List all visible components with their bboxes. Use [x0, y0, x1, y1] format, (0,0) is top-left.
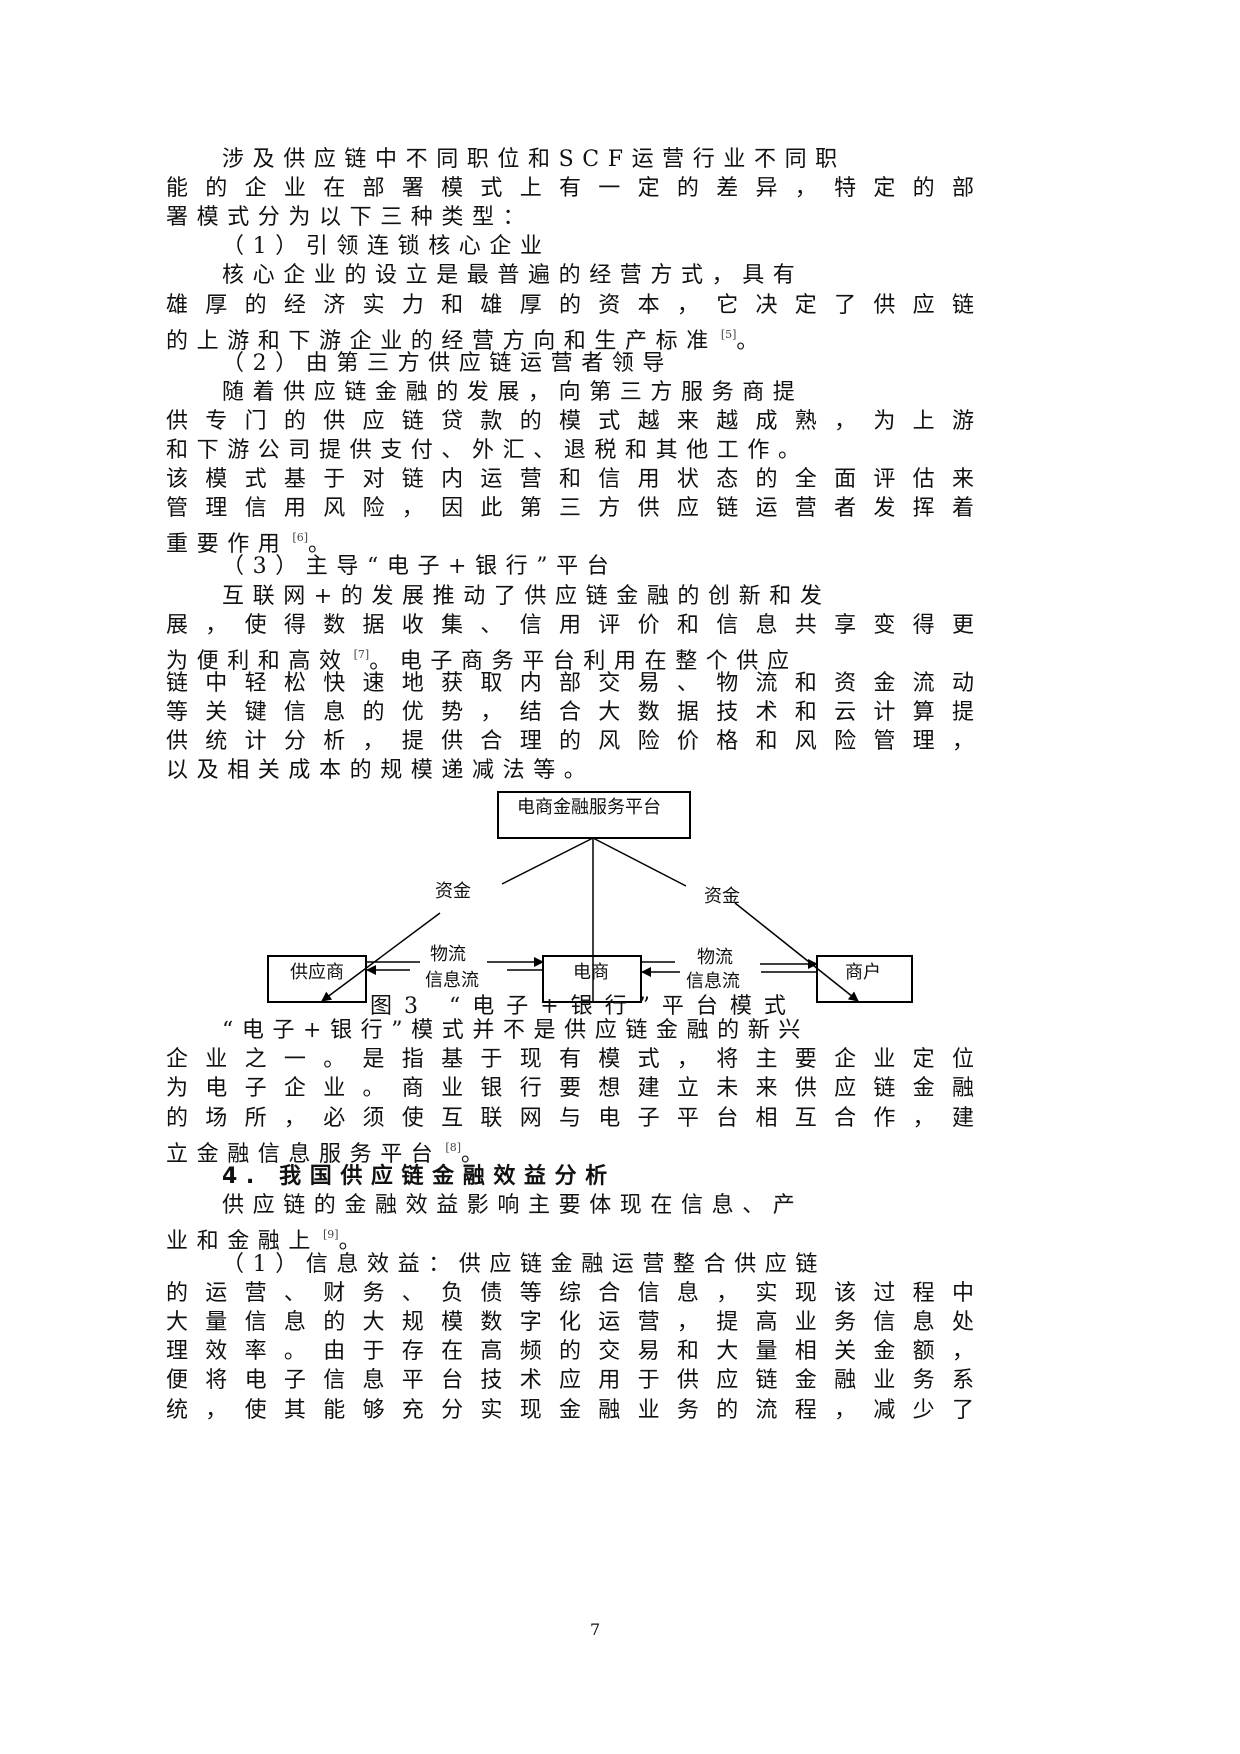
text-line: 重要作用[6]。	[166, 523, 974, 557]
platform-label: 电商金融服务平台	[517, 797, 661, 818]
line-text: 的运营、财务、负债等综合信息，实现该过程中	[166, 1280, 974, 1306]
text-line: （1）信息效益：供应链金融运营整合供应链	[222, 1250, 974, 1280]
line-text: 核心企业的设立是最普遍的经营方式，具有	[222, 263, 804, 289]
text-line: 理效率。由于存在高频的交易和大量相关金额，	[166, 1337, 974, 1367]
text-line: 的运营、财务、负债等综合信息，实现该过程中	[166, 1279, 974, 1309]
line-text: 署模式分为以下三种类型：	[166, 205, 534, 231]
line-tail: 。	[461, 1141, 492, 1167]
line-tail: 。	[736, 328, 768, 354]
text-line: 供统计分析，提供合理的风险价格和风险管理，	[166, 727, 974, 757]
text-line: 管理信用风险，因此第三方供应链运营者发挥着	[166, 494, 974, 524]
line-text: 的上游和下游企业的经营方向和生产标准	[166, 328, 717, 354]
text-line: 核心企业的设立是最普遍的经营方式，具有	[222, 261, 974, 291]
funds-right-label: 资金	[704, 886, 740, 907]
text-line: 的上游和下游企业的经营方向和生产标准[5]。	[166, 320, 974, 354]
line-text: （1）引领连锁核心企业	[222, 234, 551, 260]
info-flow-left-label: 信息流	[425, 970, 479, 991]
line-text: 重要作用	[166, 532, 289, 558]
citation-ref: [8]	[445, 1140, 461, 1154]
platform-box	[497, 791, 691, 839]
text-line: “电子+银行”模式并不是供应链金融的新兴	[222, 1016, 974, 1046]
line-text: 业和金融上	[166, 1229, 320, 1255]
text-line: 展，使得数据收集、信用评价和信息共享变得更	[166, 611, 974, 641]
line-text: 展，使得数据收集、信用评价和信息共享变得更	[166, 612, 974, 638]
line-text: 等关键信息的优势，结合大数据技术和云计算提	[166, 699, 974, 725]
line-text: 和下游公司提供支付、外汇、退税和其他工作。	[166, 438, 809, 463]
line-text: 随着供应链金融的发展，向第三方服务商提	[222, 379, 804, 405]
line-text: 管理信用风险，因此第三方供应链运营者发挥着	[166, 496, 974, 522]
text-line: 随着供应链金融的发展，向第三方服务商提	[222, 378, 974, 408]
figure-caption: 图3 “电子+银行”平台模式	[370, 994, 798, 1019]
line-text: 能的企业在部署模式上有一定的差异，特定的部	[166, 176, 974, 202]
text-line: 为电子企业。商业银行要想建立未来供应链金融	[166, 1074, 974, 1104]
text-line: 雄厚的经济实力和雄厚的资本，它决定了供应链	[166, 291, 974, 321]
merchant-box	[816, 955, 913, 1003]
text-line: 为便利和高效[7]。电子商务平台利用在整个供应	[166, 640, 974, 674]
text-line: 大量信息的大规模数字化运营，提高业务信息处	[166, 1308, 974, 1338]
page-number: 7	[590, 1620, 601, 1639]
supplier-box	[267, 955, 367, 1003]
line-text: 供应链的金融效益影响主要体现在信息、产	[222, 1193, 804, 1219]
line-tail: 。	[338, 1229, 370, 1255]
text-line: 署模式分为以下三种类型：	[166, 203, 974, 233]
line-text: 供统计分析，提供合理的风险价格和风险管理，	[166, 729, 974, 754]
text-line: 便将电子信息平台技术应用于供应链金融业务系	[166, 1366, 974, 1396]
section-heading: 4. 我国供应链金融效益分析	[222, 1162, 974, 1192]
citation-ref: [9]	[323, 1228, 339, 1242]
text-line: （2）由第三方供应链运营者领导	[222, 349, 974, 379]
line-text: （1）信息效益：供应链金融运营整合供应链	[222, 1251, 826, 1277]
text-line: 和下游公司提供支付、外汇、退税和其他工作。	[166, 436, 974, 466]
text-line: 业和金融上[9]。	[166, 1220, 974, 1254]
text-line: 能的企业在部署模式上有一定的差异，特定的部	[166, 174, 974, 204]
info-flow-right-label: 信息流	[686, 971, 740, 992]
line-text: 立金融信息服务平台	[166, 1141, 442, 1167]
line-text: 4. 我国供应链金融效益分析	[222, 1164, 616, 1189]
line-text: 供专门的供应链贷款的模式越来越成熟，为上游	[166, 408, 974, 434]
text-line: 立金融信息服务平台[8]。	[166, 1133, 974, 1167]
line-text: 理效率。由于存在高频的交易和大量相关金额，	[166, 1339, 974, 1365]
line-text: “电子+银行”模式并不是供应链金融的新兴	[222, 1018, 809, 1043]
line-text: 大量信息的大规模数字化运营，提高业务信息处	[166, 1310, 974, 1335]
line-text: 统，使其能够充分实现金融业务的流程，减少了	[166, 1397, 974, 1423]
text-line: 的场所，必须使互联网与电子平台相互合作，建	[166, 1104, 974, 1134]
logistics-left-label: 物流	[430, 944, 466, 965]
text-line: 等关键信息的优势，结合大数据技术和云计算提	[166, 698, 974, 728]
text-line: 以及相关成本的规模递减法等。	[166, 756, 974, 786]
text-line: 统，使其能够充分实现金融业务的流程，减少了	[166, 1396, 974, 1426]
line-text: 以及相关成本的规模递减法等。	[166, 758, 595, 784]
citation-ref: [7]	[353, 647, 370, 661]
line-text: 互联网+的发展推动了供应链金融的创新和发	[222, 583, 831, 609]
line-text: 涉及供应链中不同职位和SCF运营行业不同职	[222, 147, 846, 172]
line-text: （3）主导“电子+银行”平台	[222, 554, 618, 580]
line-text: （2）由第三方供应链运营者领导	[222, 350, 673, 376]
text-line: 企业之一。是指基于现有模式，将主要企业定位	[166, 1045, 974, 1075]
line-tail: 。电子商务平台利用在整个供应	[369, 648, 798, 674]
text-line: （3）主导“电子+银行”平台	[222, 552, 974, 582]
citation-ref: [5]	[720, 327, 737, 341]
line-text: 为电子企业。商业银行要想建立未来供应链金融	[166, 1076, 974, 1102]
text-line: 互联网+的发展推动了供应链金融的创新和发	[222, 582, 974, 612]
line-text: 便将电子信息平台技术应用于供应链金融业务系	[166, 1368, 974, 1394]
text-line: 供专门的供应链贷款的模式越来越成熟，为上游	[166, 407, 974, 437]
text-line: 链中轻松快速地获取内部交易、物流和资金流动	[166, 669, 974, 699]
line-tail: 。	[308, 532, 339, 558]
line-text: 企业之一。是指基于现有模式，将主要企业定位	[166, 1047, 974, 1073]
line-text: 链中轻松快速地获取内部交易、物流和资金流动	[166, 670, 974, 696]
line-text: 为便利和高效	[166, 648, 350, 674]
text-line: （1）引领连锁核心企业	[222, 232, 974, 262]
logistics-right-label: 物流	[697, 947, 733, 968]
line-text: 雄厚的经济实力和雄厚的资本，它决定了供应链	[166, 292, 974, 318]
line-text: 该模式基于对链内运营和信用状态的全面评估来	[166, 467, 974, 493]
text-line: 该模式基于对链内运营和信用状态的全面评估来	[166, 465, 974, 495]
line-text: 的场所，必须使互联网与电子平台相互合作，建	[166, 1105, 974, 1131]
merchant-label: 商户	[845, 962, 881, 983]
supplier-label: 供应商	[290, 962, 344, 983]
funds-left-label: 资金	[435, 881, 471, 902]
text-line: 涉及供应链中不同职位和SCF运营行业不同职	[222, 145, 974, 175]
citation-ref: [6]	[292, 531, 308, 545]
ecommerce-label: 电商	[573, 962, 609, 983]
text-line: 供应链的金融效益影响主要体现在信息、产	[222, 1191, 974, 1221]
